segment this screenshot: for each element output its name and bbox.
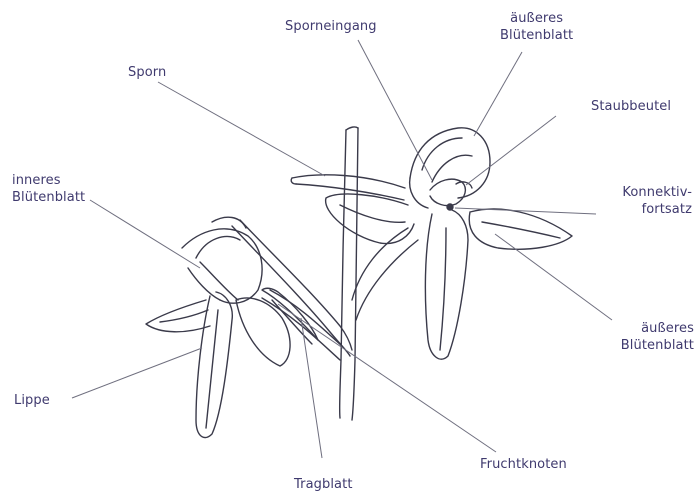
label-sporneingang-text: Sporneingang xyxy=(285,18,377,35)
label-konnektivfortsatz: Konnektiv- fortsatz xyxy=(622,184,692,218)
label-staubbeutel: Staubbeutel xyxy=(591,98,671,115)
label-fruchtknoten-text: Fruchtknoten xyxy=(480,456,567,473)
label-fruchtknoten: Fruchtknoten xyxy=(480,456,567,473)
label-konnektiv-line2: fortsatz xyxy=(622,201,692,218)
label-staubbeutel-text: Staubbeutel xyxy=(591,98,671,115)
upper-outer-petal-right xyxy=(469,209,572,249)
lower-outer-petal-right xyxy=(236,298,290,366)
label-sporn: Sporn xyxy=(128,64,166,81)
upper-spur xyxy=(291,175,405,200)
label-aeusseres-top-line2: Blütenblatt xyxy=(500,27,573,44)
label-tragblatt-text: Tragblatt xyxy=(294,476,353,493)
label-sporneingang: Sporneingang xyxy=(285,18,377,35)
upper-column xyxy=(430,179,472,210)
upper-lip xyxy=(425,210,468,359)
label-aeusseres-bluetenblatt-top: äußeres Blütenblatt xyxy=(500,10,573,44)
lower-spur xyxy=(232,220,352,356)
label-aeusseres-right-line2: Blütenblatt xyxy=(621,337,694,354)
upper-outer-petal-left xyxy=(326,194,414,244)
lower-lip xyxy=(196,292,232,438)
label-aeusseres-bluetenblatt-right: äußeres Blütenblatt xyxy=(621,320,694,354)
lower-sepal-strands xyxy=(188,262,238,300)
label-sporn-text: Sporn xyxy=(128,64,166,81)
label-aeusseres-top-line1: äußeres xyxy=(500,10,573,27)
label-inneres-line2: Blütenblatt xyxy=(12,189,85,206)
label-tragblatt: Tragblatt xyxy=(294,476,353,493)
upper-hood xyxy=(410,128,490,208)
upper-pedicel xyxy=(352,228,418,320)
label-inneres-line1: inneres xyxy=(12,172,85,189)
main-stem xyxy=(340,127,358,420)
lower-outer-petal-left xyxy=(146,300,210,332)
label-konnektiv-line1: Konnektiv- xyxy=(622,184,692,201)
label-inneres-bluetenblatt: inneres Blütenblatt xyxy=(12,172,85,206)
label-aeusseres-right-line1: äußeres xyxy=(621,320,694,337)
label-lippe: Lippe xyxy=(14,392,50,409)
label-lippe-text: Lippe xyxy=(14,392,50,409)
